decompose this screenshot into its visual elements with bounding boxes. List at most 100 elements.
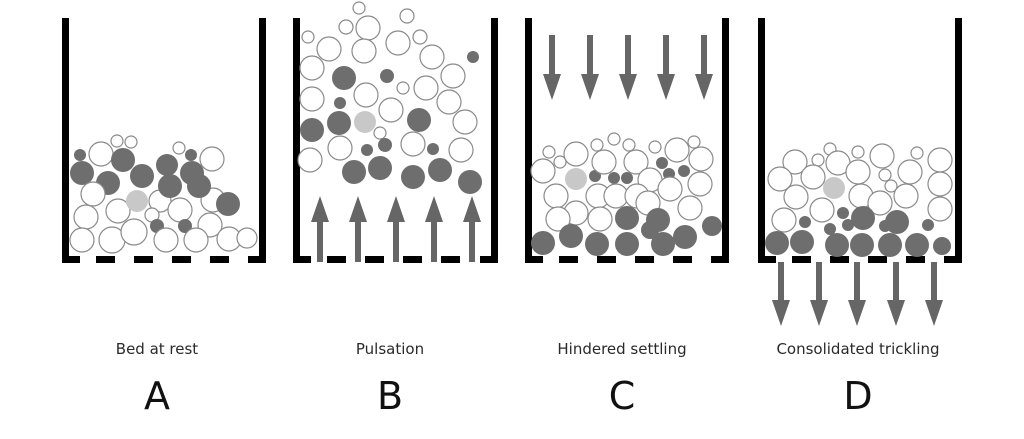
- screen-segment: [293, 256, 311, 263]
- arrow-shaft: [816, 262, 822, 302]
- arrow-shaft: [587, 35, 593, 76]
- arrow-down-icon: [925, 262, 943, 326]
- stage-a-label: Bed at rest: [115, 340, 199, 358]
- screen-segment: [559, 256, 578, 263]
- light-particle: [851, 145, 865, 159]
- light-particle: [771, 207, 797, 233]
- heavy-particle: [70, 161, 94, 185]
- light-particle: [413, 75, 439, 101]
- arrow-down-icon: [848, 262, 866, 326]
- arrow-shaft: [854, 262, 860, 302]
- arrow-shaft: [317, 220, 323, 262]
- heavy-particle: [905, 233, 929, 257]
- light-particle: [607, 132, 621, 146]
- heavy-particle: [933, 237, 951, 255]
- arrow-up-icon: [387, 196, 405, 262]
- heavy-particle: [850, 233, 874, 257]
- heavy-particle: [851, 206, 875, 230]
- heavy-particle: [74, 149, 86, 161]
- stage-b-letter: B: [376, 374, 404, 418]
- screen-segment: [403, 256, 422, 263]
- arrow-shaft: [625, 35, 631, 76]
- arrow-shaft: [469, 220, 475, 262]
- heavy-particle: [407, 108, 431, 132]
- arrow-up-icon: [311, 196, 329, 262]
- light-particle: [299, 86, 325, 112]
- arrow-shaft: [431, 220, 437, 262]
- arrow-up-icon: [349, 196, 367, 262]
- screen-segment: [134, 256, 153, 263]
- heavy-particle: [467, 51, 479, 63]
- screen-segment: [248, 256, 266, 263]
- right-wall: [722, 18, 729, 263]
- stage-d-letter: D: [843, 374, 873, 418]
- light-particle: [530, 158, 556, 184]
- heavy-particle: [621, 172, 633, 184]
- arrow-shaft: [701, 35, 707, 76]
- screen-segment: [711, 256, 729, 263]
- arrow-head: [425, 196, 443, 222]
- screen-segment: [62, 256, 80, 263]
- light-particle: [448, 137, 474, 163]
- stage-c-label: Hindered settling: [557, 340, 687, 358]
- arrow-shaft: [663, 35, 669, 76]
- arrow-head: [925, 300, 943, 326]
- heavy-particle: [158, 174, 182, 198]
- light-particle: [878, 168, 892, 182]
- stage-d-label: Consolidated trickling: [776, 340, 940, 358]
- heavy-particle: [922, 219, 934, 231]
- screen-segment: [172, 256, 191, 263]
- light-particle: [167, 197, 193, 223]
- arrow-head: [311, 196, 329, 222]
- heavy-particle: [178, 219, 192, 233]
- tracer-particle: [126, 190, 148, 212]
- light-particle: [687, 135, 701, 149]
- light-particle: [867, 190, 893, 216]
- light-particle: [657, 176, 683, 202]
- heavy-particle: [427, 143, 439, 155]
- heavy-particle: [702, 216, 722, 236]
- screen-segment: [830, 256, 849, 263]
- light-particle: [199, 146, 225, 172]
- heavy-particle: [656, 157, 668, 169]
- light-particle: [120, 218, 148, 246]
- tracer-particle: [565, 168, 587, 190]
- arrow-head: [695, 74, 713, 100]
- heavy-particle: [615, 206, 639, 230]
- heavy-particle: [361, 144, 373, 156]
- arrow-down-icon: [581, 35, 599, 100]
- heavy-particle: [428, 158, 452, 182]
- light-particle: [543, 183, 569, 209]
- stage-b-label: Pulsation: [355, 340, 425, 358]
- heavy-particle: [641, 221, 659, 239]
- screen-segment: [673, 256, 692, 263]
- stage-a-vessel: [62, 18, 266, 263]
- light-particle: [591, 149, 617, 175]
- light-particle: [153, 227, 179, 253]
- right-wall: [491, 18, 498, 263]
- heavy-particle: [825, 233, 849, 257]
- arrow-down-icon: [543, 35, 561, 100]
- light-particle: [297, 147, 323, 173]
- light-particle: [436, 89, 462, 115]
- light-particle: [884, 179, 898, 193]
- heavy-particle: [156, 154, 178, 176]
- light-particle: [105, 198, 131, 224]
- arrow-head: [619, 74, 637, 100]
- arrow-head: [848, 300, 866, 326]
- heavy-particle: [615, 232, 639, 256]
- arrow-shaft: [893, 262, 899, 302]
- screen-segment: [365, 256, 384, 263]
- light-particle: [327, 135, 353, 161]
- arrow-down-icon: [772, 262, 790, 326]
- screen-segment: [327, 256, 346, 263]
- heavy-particle: [585, 232, 609, 256]
- left-wall: [62, 18, 69, 263]
- heavy-particle: [327, 111, 351, 135]
- light-particle: [351, 38, 377, 64]
- light-particle: [373, 126, 387, 140]
- light-particle: [440, 63, 466, 89]
- light-particle: [590, 138, 604, 152]
- arrow-shaft: [931, 262, 937, 302]
